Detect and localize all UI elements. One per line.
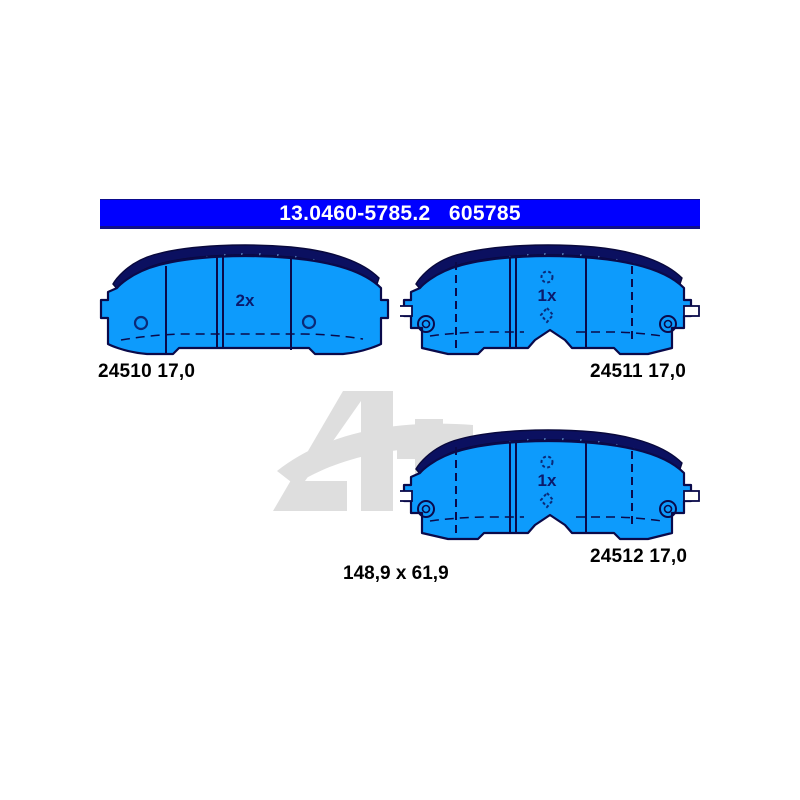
- sensor-rivet-right-24512: [659, 500, 677, 518]
- pad-body-24510: [99, 254, 390, 356]
- pad-shape-24512: 1x: [400, 429, 700, 541]
- pad-body-24511: [402, 254, 693, 356]
- sensor-rivet-left-24511: [417, 315, 435, 333]
- wear-sensor-ear-left-24512: [400, 490, 413, 502]
- wear-sensor-ear-right-24511: [683, 305, 700, 317]
- pad-dashed-contour-24512: [429, 516, 663, 522]
- overall-dimensions-label: 148,9 x 61,9: [343, 563, 449, 584]
- quantity-label-24511: 1x: [538, 286, 557, 305]
- marker-circle-top-24511: [540, 270, 554, 284]
- marker-circle-left-24510: [133, 315, 149, 331]
- pad-diagram-24512: 1x 24512 17,0: [400, 429, 700, 567]
- quantity-label-24510: 2x: [236, 291, 255, 310]
- wear-sensor-ear-right-24512: [683, 490, 700, 502]
- pad-shape-24510: 2x: [99, 244, 390, 356]
- pad-divider-lines-24511: [455, 256, 633, 348]
- pad-diagram-24511: 1x 24511 17,0: [400, 244, 700, 382]
- pad-label-24511: 24511 17,0: [590, 361, 687, 382]
- pad-shape-24511: 1x: [400, 244, 700, 356]
- wear-sensor-ear-left-24511: [400, 305, 413, 317]
- quantity-label-24512: 1x: [538, 471, 557, 490]
- product-title-text: 13.0460-5785.2 605785: [279, 201, 521, 225]
- pad-diagram-24510: 2x 24510 17,0: [95, 244, 395, 382]
- product-title-banner: 13.0460-5785.2 605785: [100, 199, 700, 229]
- pad-label-24510: 24510 17,0: [98, 361, 196, 382]
- sensor-rivet-right-24511: [659, 315, 677, 333]
- marker-diamond-bottom-24511: [539, 306, 555, 324]
- pad-body-24512: [402, 439, 693, 541]
- marker-circle-right-24510: [301, 314, 317, 330]
- pad-dashed-contour-24511: [429, 331, 663, 337]
- pad-label-24512: 24512 17,0: [590, 546, 688, 567]
- pad-dashed-contour-24510: [120, 333, 364, 341]
